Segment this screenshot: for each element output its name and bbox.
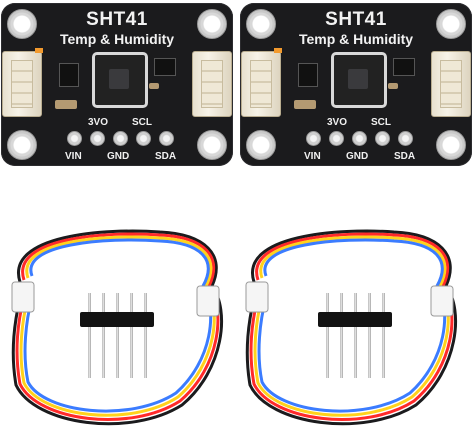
stemma-connector-right xyxy=(192,51,232,117)
sht41-sensor xyxy=(92,52,148,108)
pin-label-vin: VIN xyxy=(304,151,321,162)
board-subtitle: Temp & Humidity xyxy=(59,31,175,47)
pin-label-sda: SDA xyxy=(155,151,177,162)
sht41-sensor xyxy=(331,52,387,108)
header-pin-strip-left xyxy=(80,293,154,378)
pin-pad xyxy=(90,131,105,146)
pin-pad xyxy=(113,131,128,146)
stemma-cable-left xyxy=(11,229,223,426)
jst-connector xyxy=(430,285,454,317)
pin-label-gnd: GND xyxy=(346,151,369,162)
stemma-connector-left xyxy=(2,51,42,117)
board-title: SHT41 xyxy=(325,9,387,30)
pin-pad xyxy=(306,131,321,146)
pin-label-scl: SCL xyxy=(371,117,391,128)
capacitor xyxy=(388,83,398,89)
pin-pad xyxy=(159,131,174,146)
pin-label-scl: SCL xyxy=(132,117,152,128)
pin-pad xyxy=(375,131,390,146)
header-pin xyxy=(340,293,343,378)
header-pin xyxy=(368,293,371,378)
board-subtitle: Temp & Humidity xyxy=(298,31,414,47)
stemma-connector-left xyxy=(241,51,281,117)
pin-label-sda: SDA xyxy=(394,151,416,162)
mounting-hole xyxy=(197,130,227,160)
level-shifter-chip xyxy=(154,58,176,76)
pin-pad xyxy=(136,131,151,146)
mounting-hole xyxy=(7,130,37,160)
pin-pad xyxy=(67,131,82,146)
header-pin xyxy=(144,293,147,378)
capacitor xyxy=(149,83,159,89)
pin-pad xyxy=(329,131,344,146)
mounting-hole xyxy=(246,9,276,39)
header-plastic xyxy=(318,312,392,327)
header-pin xyxy=(354,293,357,378)
header-pin xyxy=(130,293,133,378)
header-pin-strip-right xyxy=(318,293,392,378)
stemma-cable-right xyxy=(245,229,457,426)
stemma-connector-right xyxy=(431,51,471,117)
sht41-board-left: SHT41 Temp & Humidity 3VO SCL VIN GND SD… xyxy=(1,3,233,166)
mounting-hole xyxy=(246,130,276,160)
pin-pad xyxy=(352,131,367,146)
header-plastic xyxy=(80,312,154,327)
header-pin xyxy=(102,293,105,378)
power-led xyxy=(35,48,43,53)
power-led xyxy=(274,48,282,53)
jst-connector xyxy=(245,281,269,313)
regulator-chip xyxy=(59,63,79,87)
pin-label-gnd: GND xyxy=(107,151,130,162)
header-pin xyxy=(116,293,119,378)
capacitor xyxy=(55,100,77,109)
pin-pad xyxy=(398,131,413,146)
mounting-hole xyxy=(197,9,227,39)
board-title: SHT41 xyxy=(86,9,148,30)
sht41-board-right: SHT41 Temp & Humidity 3VO SCL VIN GND SD… xyxy=(240,3,472,166)
mounting-hole xyxy=(436,9,466,39)
mounting-hole xyxy=(436,130,466,160)
header-pin xyxy=(88,293,91,378)
jst-connector xyxy=(11,281,35,313)
capacitor xyxy=(294,100,316,109)
jst-connector xyxy=(196,285,220,317)
regulator-chip xyxy=(298,63,318,87)
pin-label-3vo: 3VO xyxy=(327,117,348,128)
pin-label-vin: VIN xyxy=(65,151,82,162)
level-shifter-chip xyxy=(393,58,415,76)
header-pin xyxy=(382,293,385,378)
mounting-hole xyxy=(7,9,37,39)
header-pin xyxy=(326,293,329,378)
pin-label-3vo: 3VO xyxy=(88,117,109,128)
